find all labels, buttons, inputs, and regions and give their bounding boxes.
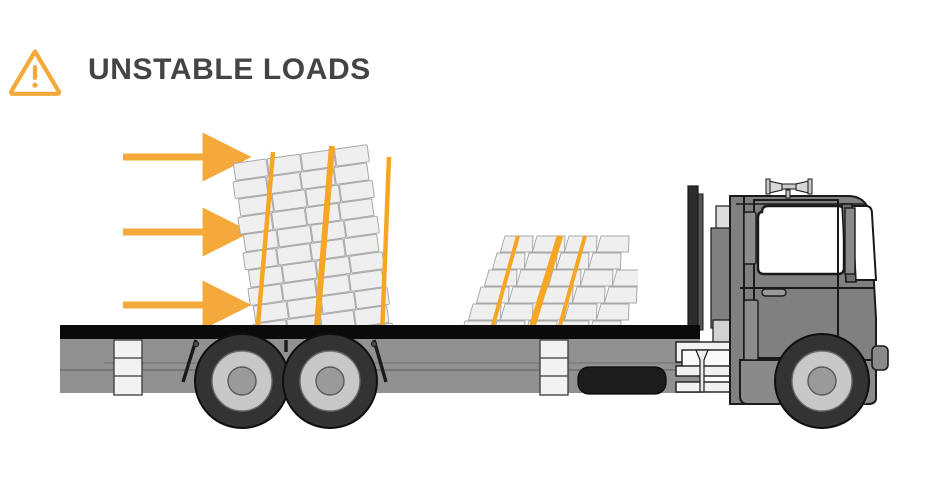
load-straps — [254, 145, 392, 339]
headache-rack — [687, 185, 704, 331]
force-arrows — [123, 132, 252, 330]
tilted-brick-stack — [232, 144, 395, 360]
suspension — [181, 339, 388, 383]
landing-gear-front — [113, 339, 143, 396]
rear-wheel-1 — [194, 333, 290, 429]
door-handle — [761, 288, 787, 297]
marker-panel-upper — [743, 211, 757, 265]
rear-wheel-2 — [282, 333, 378, 429]
flatbed-truck — [48, 178, 889, 429]
header: UNSTABLE LOADS — [0, 0, 935, 120]
exhaust-stack — [710, 205, 734, 351]
landing-gear-rear — [539, 339, 569, 396]
marker-panel-lower — [743, 299, 759, 361]
front-wheel — [774, 333, 870, 429]
side-window — [756, 204, 846, 276]
warning-triangle-icon — [8, 46, 62, 96]
leaning-brick-stack — [462, 235, 638, 341]
load-straps — [488, 235, 587, 341]
page-title: UNSTABLE LOADS — [88, 53, 371, 86]
air-horns — [765, 178, 813, 199]
tool-box — [577, 366, 667, 395]
flatbed-deck — [60, 325, 700, 339]
cab-side-block — [871, 345, 889, 371]
